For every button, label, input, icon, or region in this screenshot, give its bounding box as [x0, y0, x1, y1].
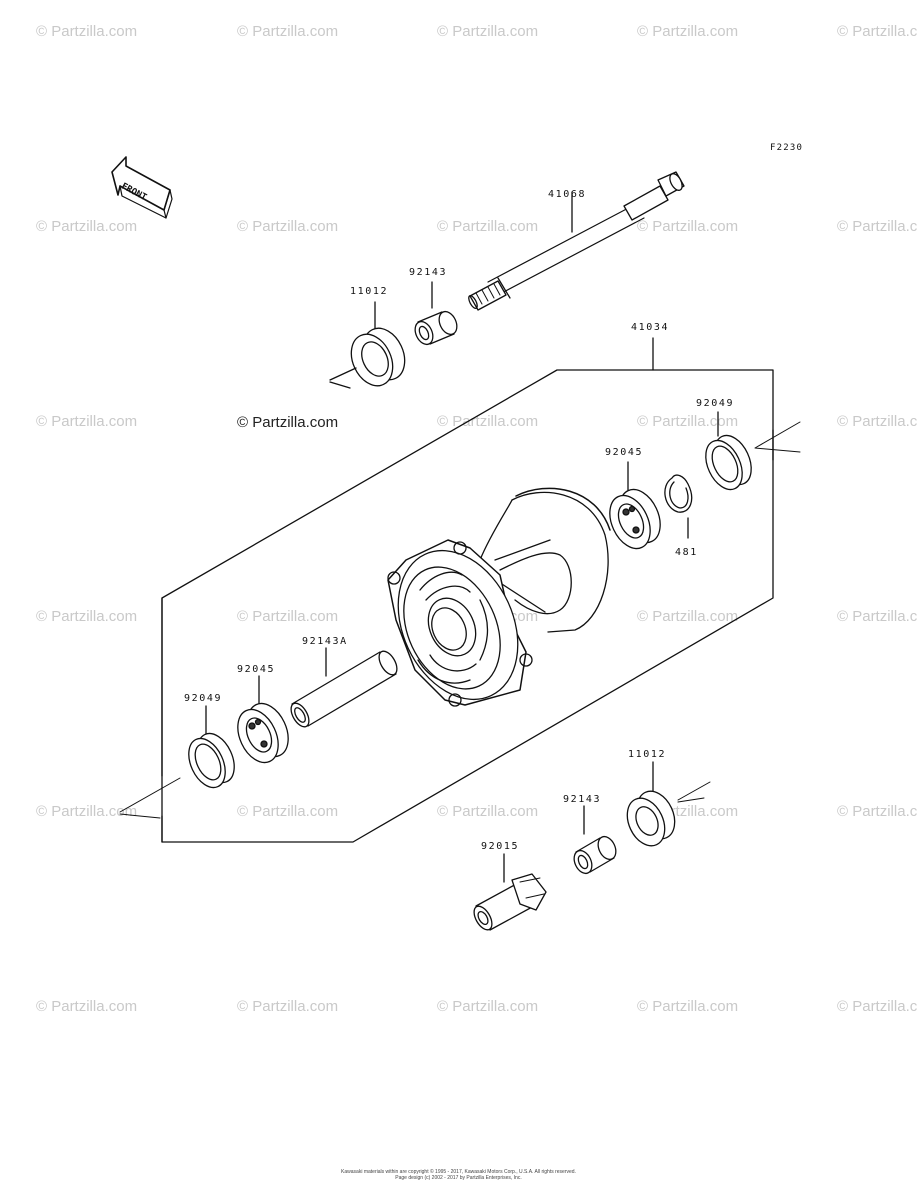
watermark: © Partzilla.com [36, 803, 138, 820]
watermark: © Partzilla.com [237, 23, 339, 40]
watermark: © Partzilla.com [837, 998, 917, 1015]
part-callout-collar-bottom[interactable]: 92143 [563, 794, 602, 805]
oil-seal-left [188, 705, 235, 789]
part-callout-collar-top[interactable]: 92143 [409, 267, 448, 278]
front-arrow-icon [111, 156, 173, 219]
watermark: © Partzilla.com [837, 218, 917, 235]
watermark: © Partzilla.com [237, 218, 339, 235]
part-callout-hub-assembly[interactable]: 41034 [631, 322, 670, 333]
watermark: © Partzilla.com [437, 803, 539, 820]
wheel-hub [387, 487, 611, 707]
part-callout-seal-top[interactable]: 11012 [350, 286, 389, 297]
watermark: © Partzilla.com [837, 23, 917, 40]
bearing-left [237, 675, 289, 764]
axle-shaft [468, 171, 685, 311]
watermark: © Partzilla.com [637, 413, 739, 430]
watermark: © Partzilla.com [837, 803, 917, 820]
watermark: © Partzilla.com [837, 413, 917, 430]
watermark: © Partzilla.com [36, 413, 138, 430]
watermark-main: © Partzilla.com [237, 414, 339, 431]
collar-bottom [573, 805, 617, 875]
collar-top [414, 281, 458, 346]
watermark: © Partzilla.com [637, 608, 739, 625]
watermark: © Partzilla.com [237, 608, 339, 625]
watermark: © Partzilla.com [36, 998, 138, 1015]
copyright-line-1: Kawasaki materials within are copyright … [341, 1169, 576, 1175]
watermark: © Partzilla.com [36, 218, 138, 235]
part-callout-oil-seal-right[interactable]: 92049 [696, 398, 735, 409]
part-callout-nut[interactable]: 92015 [481, 841, 520, 852]
watermark: © Partzilla.com [237, 998, 339, 1015]
bearing-right [609, 461, 661, 550]
hub-assembly-bracket [161, 337, 774, 843]
watermark: © Partzilla.com [437, 998, 539, 1015]
watermark: © Partzilla.com [437, 218, 539, 235]
watermark: © Partzilla.com [36, 608, 138, 625]
watermark: © Partzilla.com [637, 23, 739, 40]
oil-seal-right [705, 411, 752, 491]
distance-collar [290, 647, 398, 728]
part-callout-shaft-axle[interactable]: 41068 [548, 189, 587, 200]
copyright-line-2: Page design (c) 2002 - 2017 by Partzilla… [395, 1175, 522, 1181]
watermark: © Partzilla.com [437, 23, 539, 40]
part-callout-bearing-left[interactable]: 92045 [237, 664, 276, 675]
part-callout-circlip[interactable]: 481 [675, 547, 698, 558]
part-callout-seal-bottom[interactable]: 11012 [628, 749, 667, 760]
part-callout-oil-seal-left[interactable]: 92049 [184, 693, 223, 704]
nut [473, 853, 547, 931]
seal-top [329, 301, 406, 389]
seal-bottom [626, 761, 711, 847]
part-callout-bearing-right[interactable]: 92045 [605, 447, 644, 458]
watermark: © Partzilla.com [837, 608, 917, 625]
watermark: © Partzilla.com [637, 998, 739, 1015]
circlip [664, 474, 693, 539]
diagram-id: F2230 [770, 143, 804, 153]
part-callout-distance-collar[interactable]: 92143A [302, 636, 348, 647]
watermark: © Partzilla.com [437, 413, 539, 430]
watermark: © Partzilla.com [237, 803, 339, 820]
watermark: © Partzilla.com [36, 23, 138, 40]
watermark: © Partzilla.com [637, 218, 739, 235]
